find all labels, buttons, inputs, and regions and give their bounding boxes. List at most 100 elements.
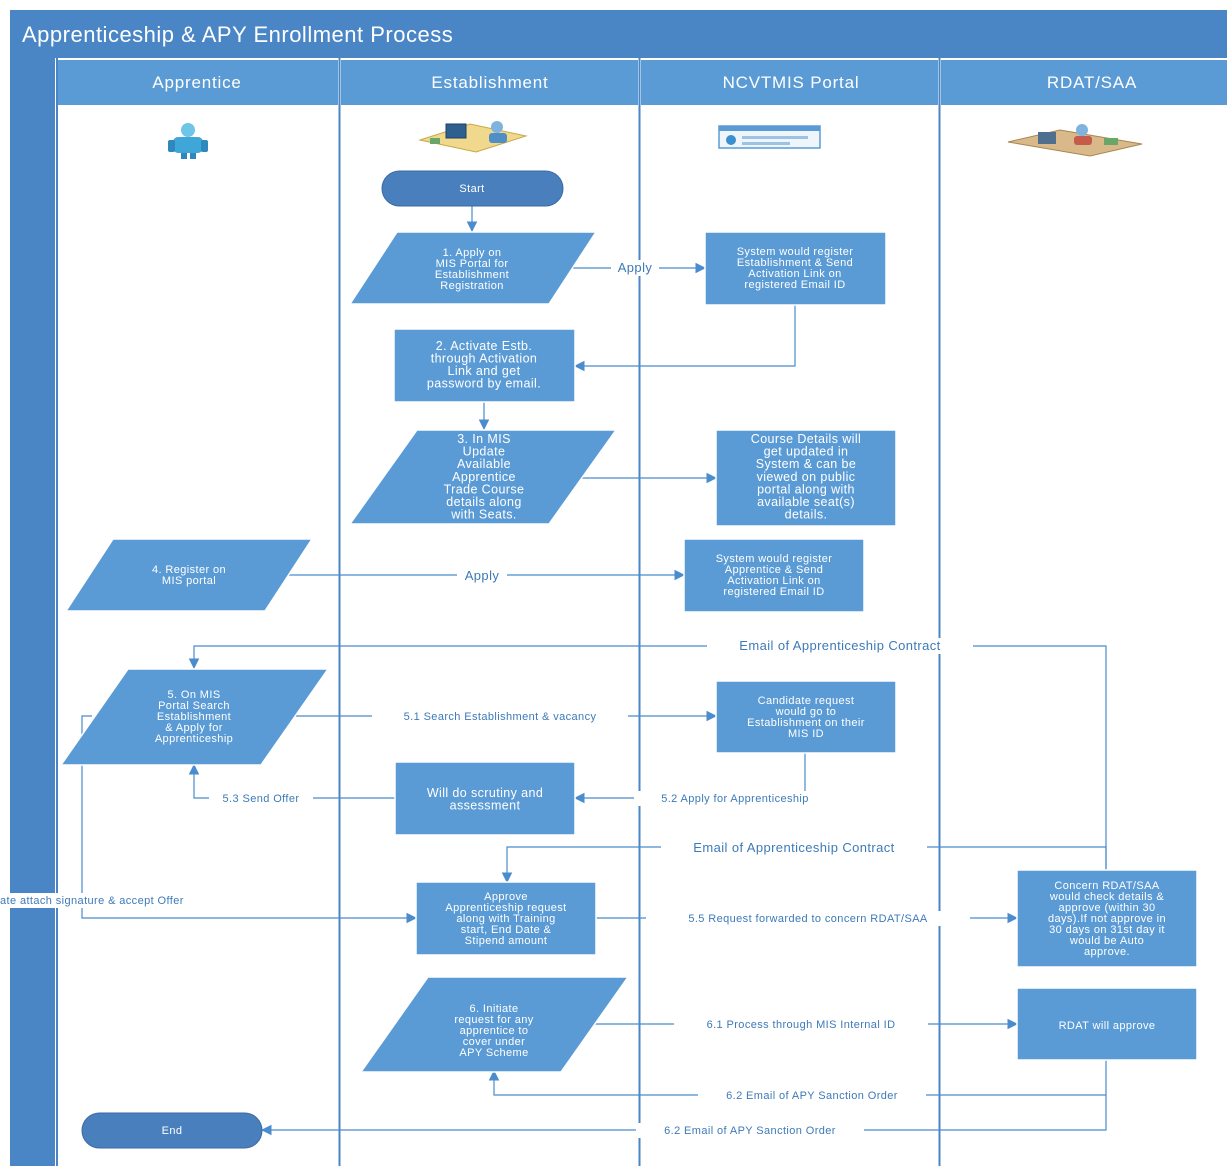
node-text-line: details along <box>446 495 521 509</box>
label-sanction-1: 6.2 Email of APY Sanction Order <box>726 1090 898 1102</box>
node-text-line: Candidate request <box>758 695 855 707</box>
node-text-line: APY Scheme <box>459 1047 528 1059</box>
node-text-line: 1. Apply on <box>443 247 502 259</box>
node-text-line: 3. In MIS <box>457 432 511 446</box>
node-text-line: apprentice to <box>460 1025 529 1037</box>
node-text-line: Apprenticeship <box>155 733 233 745</box>
node-text-line: Establishment & Send <box>737 257 853 269</box>
node-text-line: registered Email ID <box>744 279 845 291</box>
label-apply-2: Apply <box>465 568 500 583</box>
node-text-line: portal along with <box>757 482 855 496</box>
step5-search-apply <box>59 668 330 766</box>
lane-header-rdat <box>941 60 1227 105</box>
lane-header-portal <box>641 60 938 105</box>
node-text-line: Registration <box>440 280 504 292</box>
node-text-line: days).If not approve in <box>1048 913 1166 925</box>
step6-initiate-apy <box>359 976 630 1073</box>
portal-candidate-request <box>715 680 897 754</box>
node-text-line: 4. Register on <box>152 564 226 576</box>
rdat-office-icon <box>1007 124 1143 157</box>
start-terminal <box>381 170 564 207</box>
node-text-line: details. <box>785 508 828 522</box>
node-text-line: & Apply for <box>165 722 223 734</box>
node-text-line: would go to <box>775 706 837 718</box>
edge-accept-offer <box>81 715 418 924</box>
lane-title-establishment: Establishment <box>431 73 548 92</box>
portal-course-details <box>715 429 897 527</box>
node-text-line: 2. Activate Estb. <box>436 339 532 353</box>
node-text-line: Apprenticeship request <box>445 902 566 914</box>
node-text-line: approve (within 30 <box>1058 902 1155 914</box>
apprentice-person-icon <box>168 123 208 159</box>
node-text-line: MIS ID <box>788 728 824 740</box>
node-text-line: 30 days on 31st day it <box>1049 924 1165 936</box>
node-text-line: viewed on public <box>757 470 856 484</box>
node-text-line: would be Auto <box>1069 935 1144 947</box>
edge-email-contract-1 <box>188 645 1107 870</box>
node-text-line: get updated in <box>764 445 849 459</box>
node-text-line: with Seats. <box>450 508 517 522</box>
label-search: 5.1 Search Establishment & vacancy <box>404 711 597 723</box>
node-text-line: Course Details will <box>751 432 861 446</box>
node-text-line: MIS Portal for <box>436 258 509 270</box>
rdat-approve <box>1016 987 1198 1061</box>
node-text-line: 5. On MIS <box>167 689 220 701</box>
node-text-line: along with Training <box>456 913 555 925</box>
portal-window-icon <box>718 125 821 149</box>
label-accept-offer: ate attach signature & accept Offer <box>0 895 184 907</box>
node-text-line: Available <box>457 457 511 471</box>
label-sanction-2: 6.2 Email of APY Sanction Order <box>664 1125 836 1137</box>
node-text-line: Approve <box>484 891 528 903</box>
node-text-line: cover under <box>463 1036 526 1048</box>
portal-register-establishment <box>704 231 887 306</box>
step2-activate <box>393 328 576 403</box>
rdat-approve-text: RDAT will approve <box>1059 1020 1156 1032</box>
node-text-line: start, End Date & <box>461 924 552 936</box>
portal-register-apprentice <box>683 538 865 613</box>
establishment-scrutiny <box>394 761 576 836</box>
lane-header-apprentice <box>57 60 338 105</box>
label-apply-1: Apply <box>618 260 653 275</box>
label-email-contract-2: Email of Apprenticeship Contract <box>693 840 894 855</box>
end-terminal <box>81 1112 263 1149</box>
end-label: End <box>162 1125 183 1137</box>
node-text-line: available seat(s) <box>757 495 855 509</box>
node-text-line: System would register <box>716 553 833 565</box>
label-send-offer: 5.3 Send Offer <box>223 793 300 805</box>
label-forward: 5.5 Request forwarded to concern RDAT/SA… <box>688 913 928 925</box>
label-email-contract-1: Email of Apprenticeship Contract <box>739 638 940 653</box>
lane-header-establishment <box>341 60 638 105</box>
step1-apply-establishment <box>348 231 598 305</box>
establishment-approve <box>415 881 597 956</box>
node-text-line: System would register <box>737 246 854 258</box>
lane-title-apprentice: Apprentice <box>152 73 241 92</box>
node-text-line: Apprentice & Send <box>725 564 824 576</box>
node-text-line: Establishment <box>435 269 509 281</box>
node-text-line: Portal Search <box>158 700 230 712</box>
node-text-line: System & can be <box>756 457 857 471</box>
node-text-line: Link and get <box>448 364 521 378</box>
node-text-line: Will do scrutiny and <box>427 786 543 800</box>
edge-send-offer <box>188 763 396 799</box>
node-text-line: Establishment on their <box>747 717 865 729</box>
step4-register-apprentice <box>64 538 314 612</box>
node-text-line: MIS portal <box>162 575 216 587</box>
start-label: Start <box>459 183 484 195</box>
pool-header <box>10 10 1227 58</box>
node-text-line: Update <box>463 445 506 459</box>
rdat-concern-check <box>1016 869 1198 968</box>
label-process: 6.1 Process through MIS Internal ID <box>707 1019 896 1031</box>
edge-register-to-activate <box>573 305 796 372</box>
